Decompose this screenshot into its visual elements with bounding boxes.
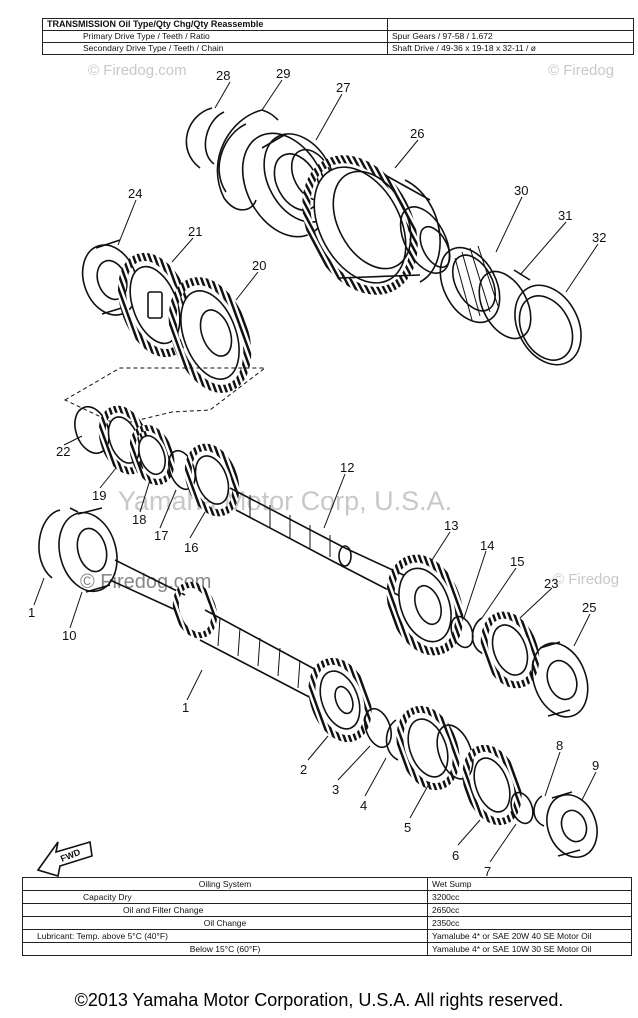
part-label: 19 <box>92 488 106 503</box>
part-label: 5 <box>404 820 411 835</box>
part-label: 1 <box>182 700 189 715</box>
transmission-spec-table: TRANSMISSION Oil Type/Qty Chg/Qty Reasse… <box>42 18 634 55</box>
leader-lines <box>33 79 599 863</box>
oil-spec-row: Below 15°C (60°F) Yamalube 4* or SAE 10W… <box>22 942 632 956</box>
oil-spec-label: Oil and Filter Change <box>22 903 428 917</box>
circlip-15 <box>471 617 485 655</box>
watermark-firedog: © Firedog.com <box>88 62 187 79</box>
part-label: 18 <box>132 512 146 527</box>
gear-16 <box>184 443 240 517</box>
part-label: 29 <box>276 66 290 81</box>
part-label: 17 <box>154 528 168 543</box>
part-number-labels: 28 29 27 26 24 21 20 30 31 32 22 19 18 1… <box>28 66 606 879</box>
gear-5 <box>396 705 474 791</box>
snap-ring-22 <box>74 405 110 455</box>
oil-spec-row: Oiling System Wet Sump <box>22 877 632 891</box>
gear-2 <box>308 657 372 743</box>
part-label: 31 <box>558 208 572 223</box>
bearing-10 <box>58 507 118 593</box>
part-label: 22 <box>56 444 70 459</box>
circlip-4 <box>385 719 399 761</box>
oil-spec-label: Oil Change <box>22 916 428 930</box>
spec-row: Primary Drive Type / Teeth / Ratio Spur … <box>42 30 634 43</box>
part-label: 28 <box>216 68 230 83</box>
gear-26 <box>302 155 451 295</box>
part-label: 21 <box>188 224 202 239</box>
part-label: 30 <box>514 183 528 198</box>
washer-7 <box>510 791 534 825</box>
bearing-9 <box>546 791 598 858</box>
part-label: 15 <box>510 554 524 569</box>
circlip-8 <box>533 795 545 827</box>
part-label: 23 <box>544 576 558 591</box>
part-label: 14 <box>480 538 494 553</box>
oil-spec-table: Oiling System Wet Sump Capacity Dry 3200… <box>22 877 632 956</box>
oil-spec-value: 2650cc <box>427 903 632 917</box>
gear-18 <box>129 424 175 486</box>
bearing-25 <box>531 641 589 718</box>
spec-row: Secondary Drive Type / Teeth / Chain Sha… <box>42 42 634 55</box>
part-label: 8 <box>556 738 563 753</box>
oil-spec-row: Oil and Filter Change 2650cc <box>22 903 632 917</box>
oil-spec-value: Yamalube 4* or SAE 20W 40 SE Motor Oil <box>427 929 632 943</box>
needle-bearing-30 <box>439 245 501 324</box>
oil-spec-value: 3200cc <box>427 890 632 904</box>
group-outline <box>63 367 267 426</box>
part-label: 12 <box>340 460 354 475</box>
copyright-notice: ©2013 Yamaha Motor Corporation, U.S.A. A… <box>74 990 564 1010</box>
oil-spec-label: Capacity Dry <box>22 890 428 904</box>
washer-3 <box>364 707 392 749</box>
part-label: 25 <box>582 600 596 615</box>
part-label: 32 <box>592 230 606 245</box>
part-label: 3 <box>332 782 339 797</box>
oil-spec-value: Wet Sump <box>427 877 632 891</box>
part-label: 10 <box>62 628 76 643</box>
gear-6 <box>462 744 522 826</box>
washer-31 <box>478 269 532 340</box>
watermark-firedog-right-mid: © Firedog <box>553 571 620 588</box>
oil-spec-label: Lubricant: Temp. above 5°C (40°F) <box>22 929 428 943</box>
shaft-12 <box>229 487 411 597</box>
gear-20 <box>168 277 252 393</box>
circlip-29 <box>216 109 279 211</box>
oil-spec-row: Lubricant: Temp. above 5°C (40°F) Yamalu… <box>22 929 632 943</box>
circlip-1 <box>38 507 79 579</box>
part-label: 26 <box>410 126 424 141</box>
gear-23 <box>480 611 540 689</box>
part-label: 6 <box>452 848 459 863</box>
oil-spec-value: Yamalube 4* or SAE 10W 30 SE Motor Oil <box>427 942 632 956</box>
part-label: 24 <box>128 186 142 201</box>
fwd-arrow-icon <box>36 840 93 878</box>
gear-21 <box>118 252 192 358</box>
part-label: 1 <box>28 605 35 620</box>
washer-14 <box>450 615 474 649</box>
part-label: 2 <box>300 762 307 777</box>
part-label: 7 <box>484 864 491 879</box>
oil-spec-value: 2350cc <box>427 916 632 930</box>
gear-13 <box>386 554 464 656</box>
spec-value: Shaft Drive / 49-36 x 19-18 x 32-11 / ø <box>387 42 634 55</box>
watermark-yamaha: Yamaha Motor Corp, U.S.A. <box>118 486 453 516</box>
oil-spec-label: Oiling System <box>22 877 428 891</box>
part-label: 9 <box>592 758 599 773</box>
part-label: 20 <box>252 258 266 273</box>
oil-spec-row: Capacity Dry 3200cc <box>22 890 632 904</box>
oil-spec-row: Oil Change 2350cc <box>22 916 632 930</box>
part-label: 16 <box>184 540 198 555</box>
part-label: 4 <box>360 798 367 813</box>
cover-32 <box>514 284 582 366</box>
part-label: 27 <box>336 80 350 95</box>
part-label: 13 <box>444 518 458 533</box>
main-shaft-1 <box>109 559 321 701</box>
watermark-firedog-right: © Firedog <box>548 62 615 79</box>
oil-spec-label: Below 15°C (60°F) <box>22 942 428 956</box>
snap-ring-28 <box>185 107 225 169</box>
